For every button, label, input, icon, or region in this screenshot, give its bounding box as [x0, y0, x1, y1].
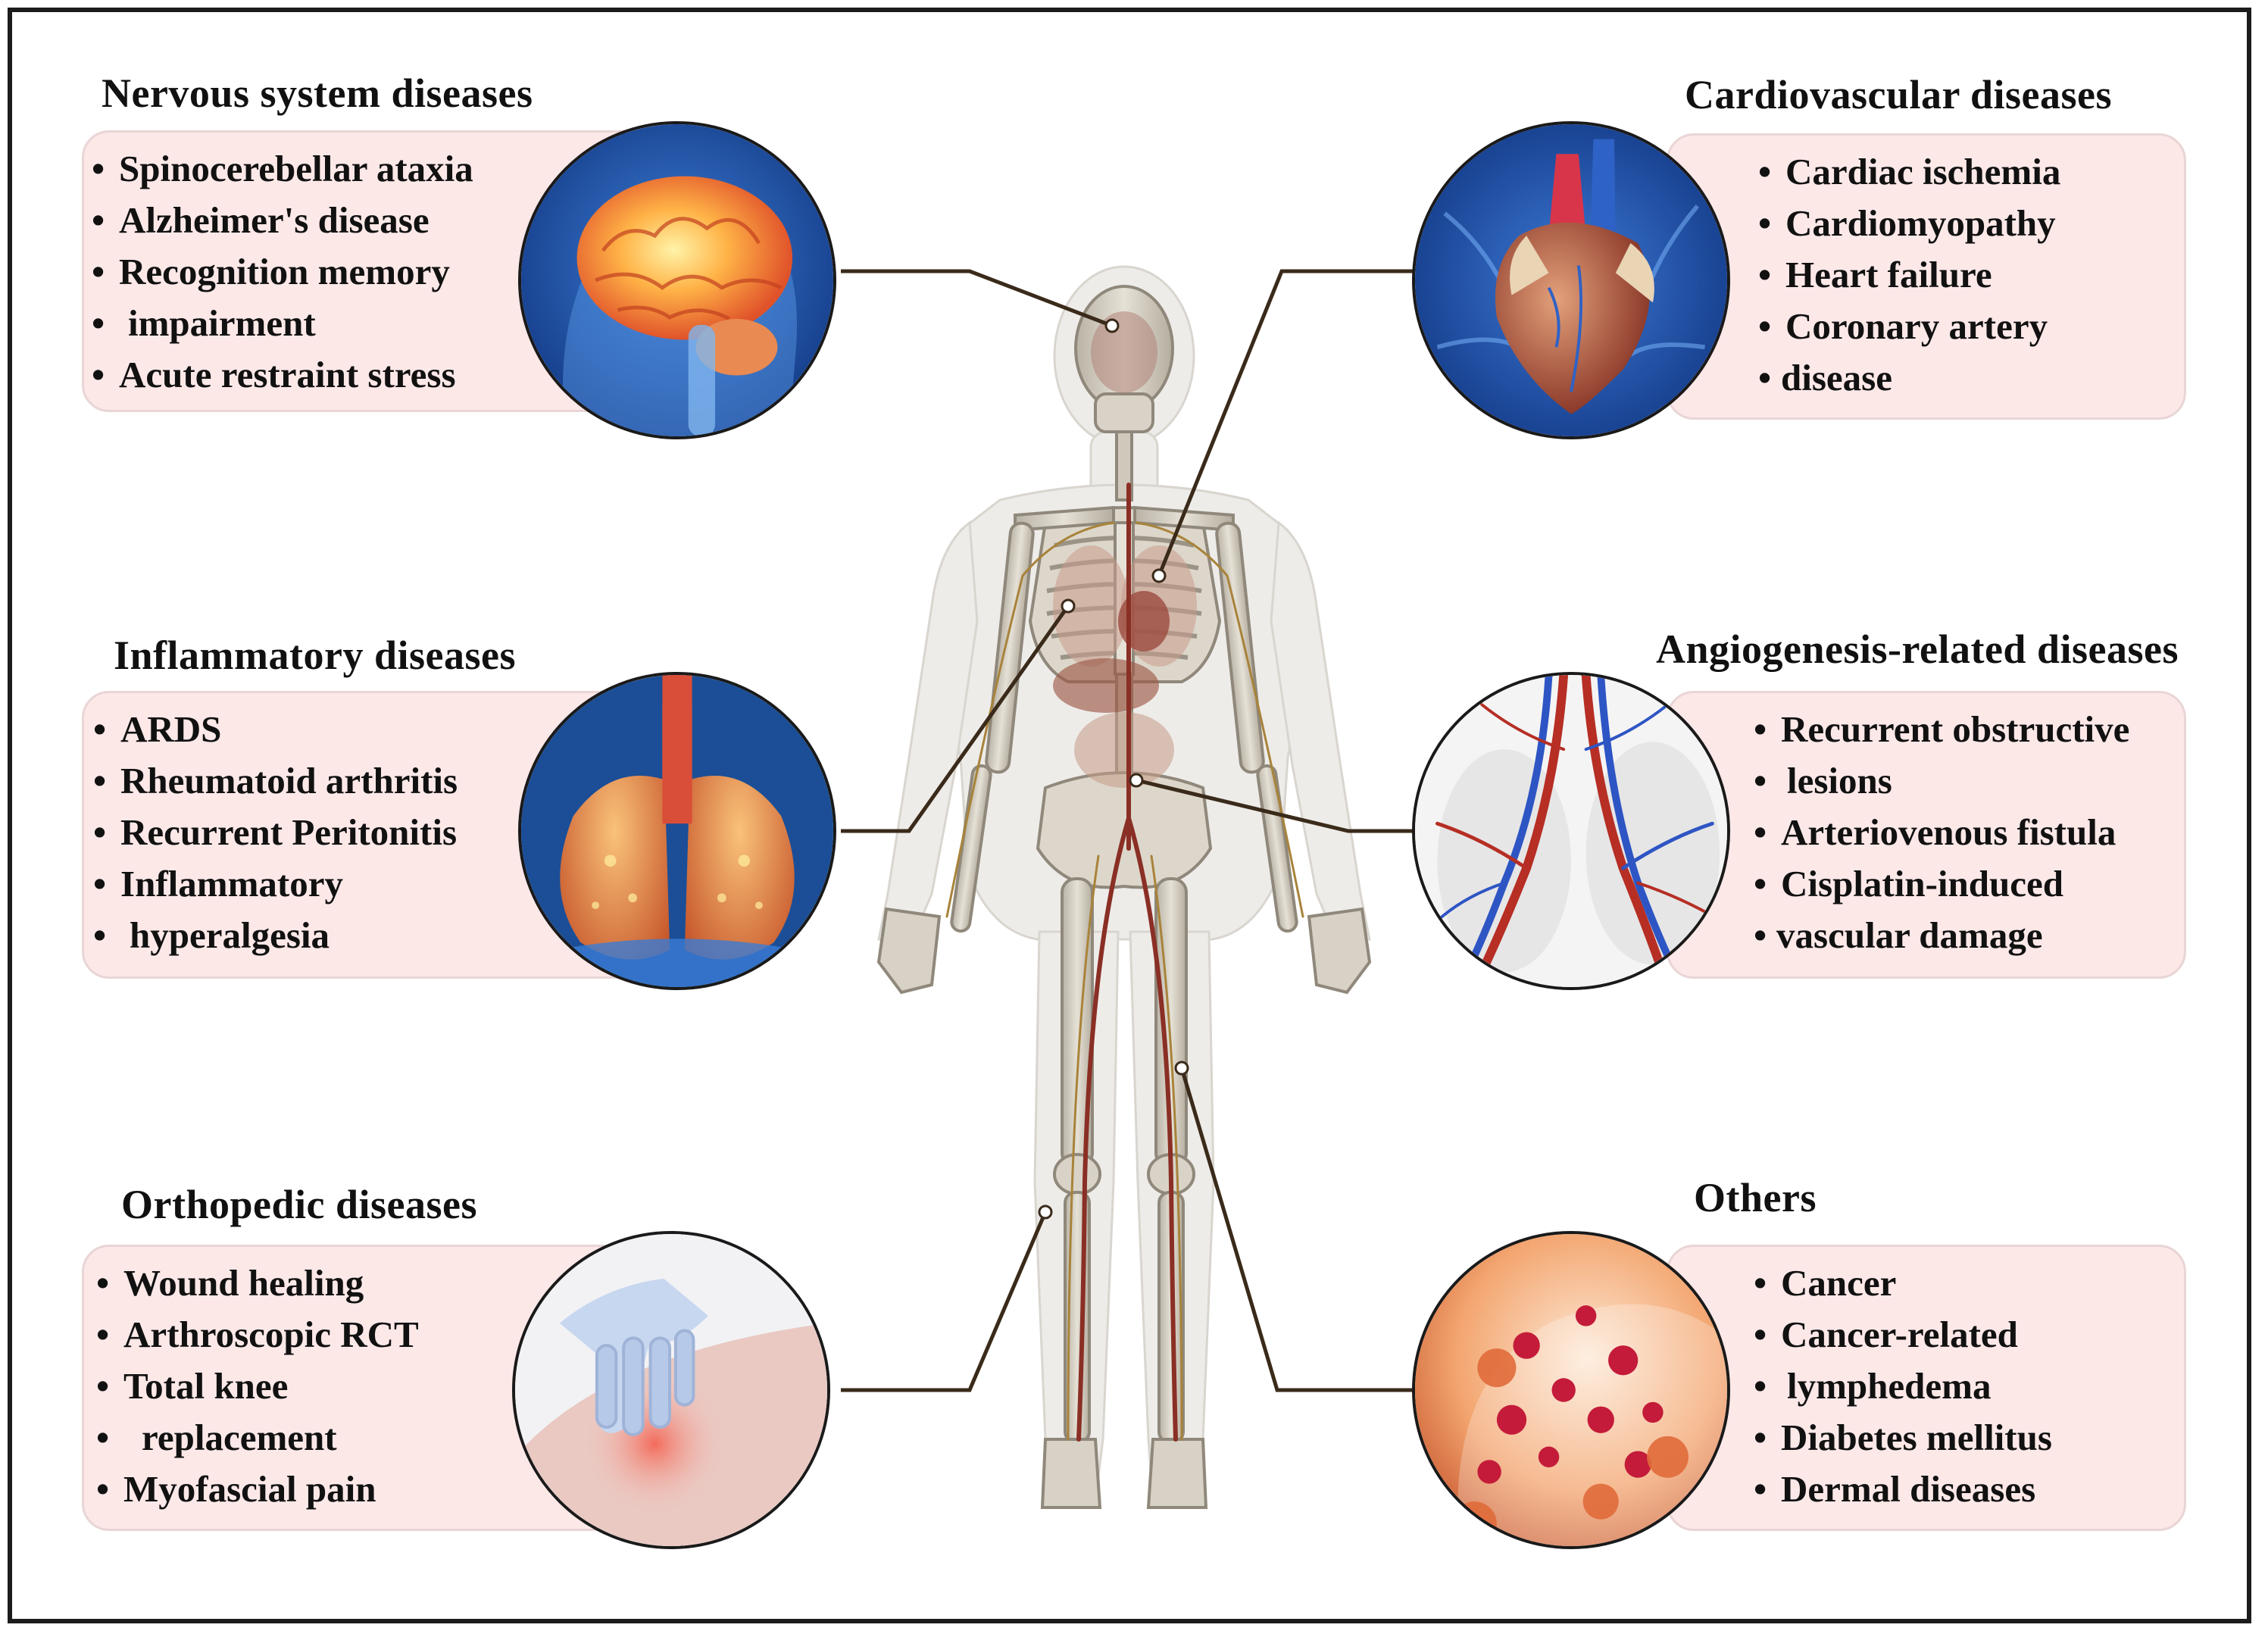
others-title: Others [1694, 1175, 1817, 1220]
list-item: Alzheimer's disease [92, 195, 473, 246]
list-item: Recurrent obstructive [1754, 704, 2129, 755]
list-item: Inflammatory [93, 858, 458, 910]
list-item: Dermal diseases [1754, 1464, 2052, 1515]
list-item: Cardiac ischemia [1758, 146, 2060, 198]
list-item: Acute restraint stress [92, 349, 473, 401]
angiogenesis-list: Recurrent obstructive lesions Arterioven… [1754, 704, 2129, 961]
connector-orthopedic [841, 1211, 1048, 1392]
vascular-network [945, 483, 1304, 1442]
list-item-continuation: impairment [92, 298, 473, 349]
list-item: Heart failure [1758, 249, 2060, 301]
connector-lines [841, 269, 1414, 1392]
list-item: Total knee [96, 1361, 419, 1412]
blood-vessels-illustration [1412, 672, 1730, 990]
list-item-continuation: replacement [96, 1412, 419, 1464]
connector-nervous [841, 269, 1113, 328]
list-item-continuation: disease [1758, 352, 2060, 404]
list-item-continuation: hyperalgesia [93, 910, 458, 961]
list-item: Cancer [1754, 1258, 2052, 1309]
heart-illustration [1412, 121, 1730, 439]
cardiovascular-box: Cardiac ischemia Cardiomyopathy Heart fa… [1667, 133, 2186, 420]
connector-cardiovascular [1157, 269, 1414, 576]
list-item: Recognition memory [92, 246, 473, 298]
lungs-illustration [518, 672, 836, 990]
list-item: Recurrent Peritonitis [93, 807, 458, 858]
connector-inflammatory [841, 605, 1070, 833]
list-item: Coronary artery [1758, 301, 2060, 352]
internal-organs [1053, 311, 1197, 788]
list-item: Myofascial pain [96, 1464, 419, 1515]
list-item: Arteriovenous fistula [1754, 807, 2129, 858]
inflammatory-list: ARDS Rheumatoid arthritis Recurrent Peri… [93, 704, 458, 961]
inflammatory-title: Inflammatory diseases [114, 633, 516, 678]
connector-others [1179, 1067, 1414, 1392]
list-item-continuation: vascular damage [1754, 910, 2129, 961]
angiogenesis-box: Recurrent obstructive lesions Arterioven… [1667, 691, 2186, 979]
orthopedic-title: Orthopedic diseases [121, 1182, 478, 1227]
list-item-continuation: lesions [1754, 755, 2129, 807]
others-box: Cancer Cancer-related lymphedema Diabete… [1667, 1245, 2186, 1531]
list-item: Cardiomyopathy [1758, 198, 2060, 249]
list-item-continuation: lymphedema [1754, 1361, 2052, 1412]
cardiovascular-list: Cardiac ischemia Cardiomyopathy Heart fa… [1758, 146, 2060, 404]
others-list: Cancer Cancer-related lymphedema Diabete… [1754, 1258, 2052, 1515]
anchor-dots [1038, 318, 1189, 1220]
list-item: Spinocerebellar ataxia [92, 143, 473, 195]
nervous-title: Nervous system diseases [102, 70, 533, 116]
brain-illustration [518, 121, 836, 439]
orthopedic-list: Wound healing Arthroscopic RCT Total kne… [96, 1258, 419, 1515]
knee-illustration [512, 1231, 830, 1549]
list-item: Cancer-related [1754, 1309, 2052, 1361]
list-item: Diabetes mellitus [1754, 1412, 2052, 1464]
nervous-list: Spinocerebellar ataxia Alzheimer's disea… [92, 143, 473, 401]
cancer-cells-illustration [1412, 1231, 1730, 1549]
cardiovascular-title: Cardiovascular diseases [1685, 72, 2113, 117]
list-item: Wound healing [96, 1258, 419, 1309]
list-item: Rheumatoid arthritis [93, 755, 458, 807]
angiogenesis-title: Angiogenesis-related diseases [1656, 626, 2179, 672]
connector-angiogenesis [1136, 778, 1414, 833]
list-item: ARDS [93, 704, 458, 755]
list-item: Arthroscopic RCT [96, 1309, 419, 1361]
list-item: Cisplatin-induced [1754, 858, 2129, 910]
